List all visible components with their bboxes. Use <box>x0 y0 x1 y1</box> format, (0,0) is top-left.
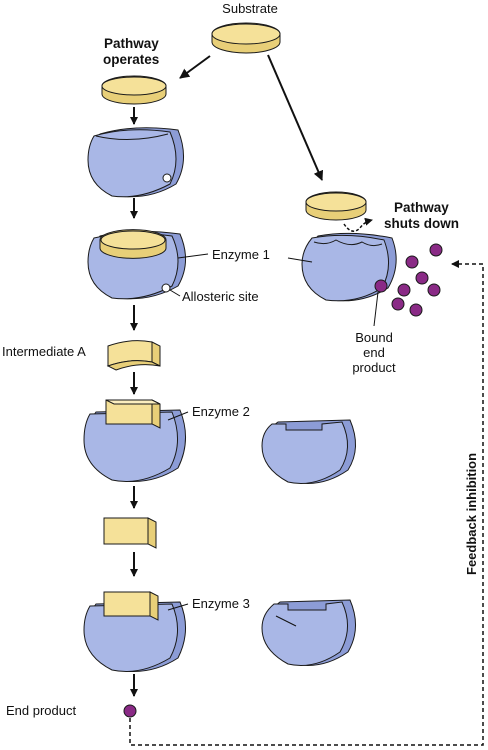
end-product-molecule <box>409 303 423 317</box>
enzyme-1-empty <box>87 127 184 198</box>
bound-end-product-line1: Bound <box>355 330 393 345</box>
intermediate-a-molecule <box>106 340 161 371</box>
intermediate-b-molecule <box>103 517 157 549</box>
enzyme-3-leader <box>167 603 189 611</box>
end-product-molecule <box>405 255 419 269</box>
arrow-to-pathway-operates <box>179 55 211 79</box>
pathway-shuts-down-line2: shuts down <box>384 216 459 231</box>
enzyme-2-label: Enzyme 2 <box>192 404 250 419</box>
pathway-shuts-down-line1: Pathway <box>394 200 449 215</box>
substrate-free <box>101 75 167 105</box>
enzyme-3-label: Enzyme 3 <box>192 596 250 611</box>
enzyme-3-empty <box>261 599 356 666</box>
enzyme-3-bound <box>83 591 186 672</box>
end-product-molecule <box>391 297 405 311</box>
end-product-molecule <box>397 283 411 297</box>
enzyme-2-bound <box>83 399 186 482</box>
allosteric-leader <box>169 289 181 297</box>
bound-end-product-line3: product <box>352 360 396 375</box>
intermediate-a-label: Intermediate A <box>2 344 86 359</box>
end-product-molecule <box>429 243 443 257</box>
allosteric-site-label: Allosteric site <box>182 289 259 304</box>
feedback-inhibition-path <box>129 260 484 746</box>
pathway-operates-label-line1: Pathway <box>104 36 159 51</box>
enzyme-1-label: Enzyme 1 <box>212 247 270 262</box>
substrate-molecule <box>211 22 281 54</box>
bound-end-product-leader <box>373 291 379 327</box>
enzyme-1-inhibited <box>301 232 397 302</box>
enzyme-1-leader <box>177 253 209 259</box>
pathway-operates-label-line2: operates <box>103 52 159 67</box>
arrow-to-pathway-shuts-down <box>267 54 324 181</box>
enzyme-1-bound <box>87 229 186 300</box>
end-product-label: End product <box>6 703 76 718</box>
end-product-molecule <box>123 704 137 718</box>
enzyme-2-leader <box>167 411 189 421</box>
end-product-molecule <box>415 271 429 285</box>
end-product-molecules <box>374 243 443 317</box>
feedback-inhibition-label: Feedback inhibition <box>464 453 479 575</box>
end-product-molecule <box>427 283 441 297</box>
substrate-blocked <box>305 191 367 221</box>
end-product-bound-molecule <box>374 279 388 293</box>
enzyme-1-inhibited-leader <box>287 257 313 263</box>
blocked-arrow <box>343 217 373 232</box>
substrate-label: Substrate <box>222 1 278 16</box>
bound-end-product-line2: end <box>363 345 385 360</box>
enzyme-2-empty <box>261 419 356 484</box>
enzyme-3-right-leader <box>275 615 297 627</box>
